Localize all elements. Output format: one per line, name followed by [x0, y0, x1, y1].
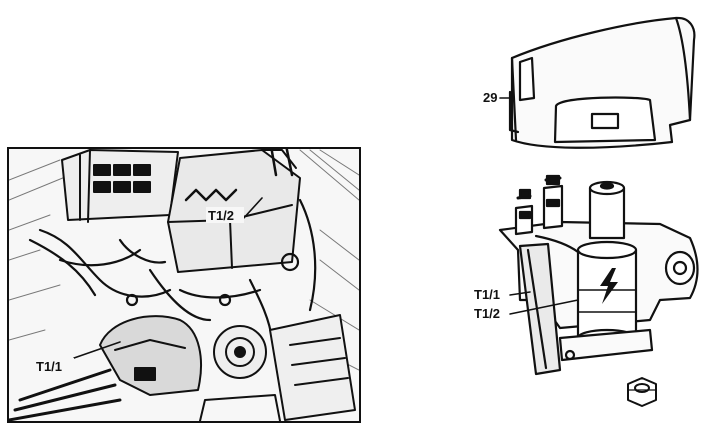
- filler-cap: [213, 325, 267, 379]
- wiring-harness: [28, 198, 317, 342]
- label-t1-1-photo: T1/1: [36, 359, 62, 374]
- misc-components: [199, 314, 356, 421]
- label-bg: [34, 358, 74, 374]
- label-bg: [206, 207, 244, 223]
- ignition-coil: [498, 174, 699, 376]
- leader-t1-1: [509, 291, 531, 296]
- leader-t1-2: [509, 299, 579, 315]
- label-t1-1-parts: T1/1: [474, 287, 500, 302]
- nut-icon: [627, 377, 657, 407]
- coil-block-lower: [9, 315, 202, 421]
- label-t1-2-photo: T1/2: [208, 208, 234, 223]
- label-29: 29: [483, 90, 497, 105]
- lightning-icon: [600, 268, 618, 304]
- engine-bay-drawing: [9, 149, 359, 421]
- engine-bay-panel: T1/2 T1/1: [7, 147, 361, 423]
- relay-box: [61, 149, 179, 223]
- coil-cover: [508, 16, 696, 149]
- leader-lines-left: [73, 197, 263, 359]
- parts-panel: 29: [474, 16, 699, 407]
- label-t1-2-parts: T1/2: [474, 306, 500, 321]
